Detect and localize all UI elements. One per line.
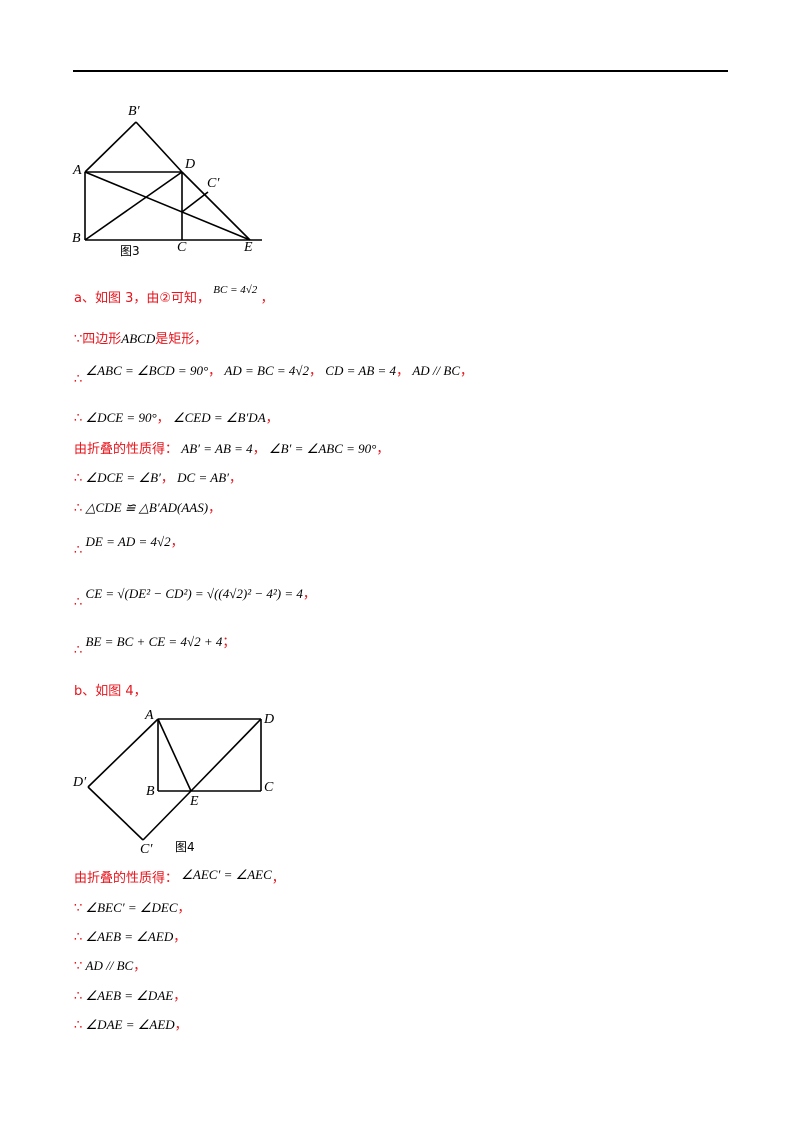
fig4-label-b: B — [146, 784, 155, 799]
line-2: ∵四边形ABCD是矩形， — [74, 331, 208, 347]
figure-3 — [84, 121, 262, 241]
fig3-label-d: D — [185, 157, 196, 172]
fig4-seg-AE — [157, 718, 192, 792]
fig4-seg-DE — [190, 718, 262, 792]
line-8: ∴ DE = AD = 4√2， — [74, 534, 184, 558]
fig3-label-e: E — [244, 240, 253, 255]
fig3-seg-AE — [84, 171, 251, 241]
line-16: ∴ ∠AEB = ∠DAE， — [74, 988, 187, 1004]
fig3-caption: 图3 — [120, 244, 140, 258]
fig3-label-b: B — [72, 231, 81, 246]
line-3: ∴ ∠ABC = ∠BCD = 90°， AD = BC = 4√2， CD =… — [74, 363, 474, 387]
line-6: ∴ ∠DCE = ∠B′， DC = AB′， — [74, 470, 243, 486]
fig4-label-d-prime: D′ — [73, 775, 87, 790]
fig4-seg-D-prime-C-prime — [87, 786, 144, 841]
line-15: ∵ AD // BC， — [74, 958, 147, 974]
line-4: ∴ ∠DCE = 90°， ∠CED = ∠B′DA， — [74, 410, 279, 426]
line-10: ∴ BE = BC + CE = 4√2 + 4； — [74, 634, 236, 658]
fig4-caption: 图4 — [175, 840, 195, 854]
fig3-seg-C-C-prime — [181, 191, 209, 213]
line-a-intro: a、如图 3，由②可知， BC = 4√2 ， — [74, 284, 274, 306]
line-12: 由折叠的性质得： ∠AEC′ = ∠AEC， — [74, 867, 285, 886]
fig3-seg-B-prime-D — [135, 121, 183, 173]
fig3-seg-AB-prime — [84, 121, 137, 173]
fig4-label-e: E — [190, 794, 199, 809]
fig3-label-a: A — [73, 163, 82, 178]
line-9: ∴ CE = √(DE² − CD²) = √((4√2)² − 4²) = 4… — [74, 586, 316, 610]
fig3-seg-BD — [84, 171, 183, 241]
fig4-seg-AD-prime — [87, 718, 159, 788]
fig3-seg-DE — [181, 171, 251, 241]
line-13: ∵ ∠BEC′ = ∠DEC， — [74, 900, 191, 916]
line-7: ∴ △CDE ≌ △B′AD(AAS)， — [74, 500, 222, 516]
fig4-label-a: A — [145, 708, 154, 723]
fig3-label-b-prime: B′ — [128, 104, 140, 119]
header-rule — [73, 70, 728, 72]
line-14: ∴ ∠AEB = ∠AED， — [74, 929, 187, 945]
line-b-intro: b、如图 4， — [74, 684, 147, 699]
line-5: 由折叠的性质得： AB′ = AB = 4， ∠B′ = ∠ABC = 90°， — [74, 441, 390, 457]
line-17: ∴ ∠DAE = ∠AED， — [74, 1017, 188, 1033]
fig4-seg-C-prime-E — [142, 790, 192, 841]
fig4-label-c-prime: C′ — [140, 842, 153, 857]
fig3-label-c-prime: C′ — [207, 176, 220, 191]
fig4-label-d: D — [264, 712, 275, 727]
fig4-label-c: C — [264, 780, 274, 795]
fig3-label-c: C — [177, 240, 187, 255]
figure-4 — [87, 718, 262, 841]
